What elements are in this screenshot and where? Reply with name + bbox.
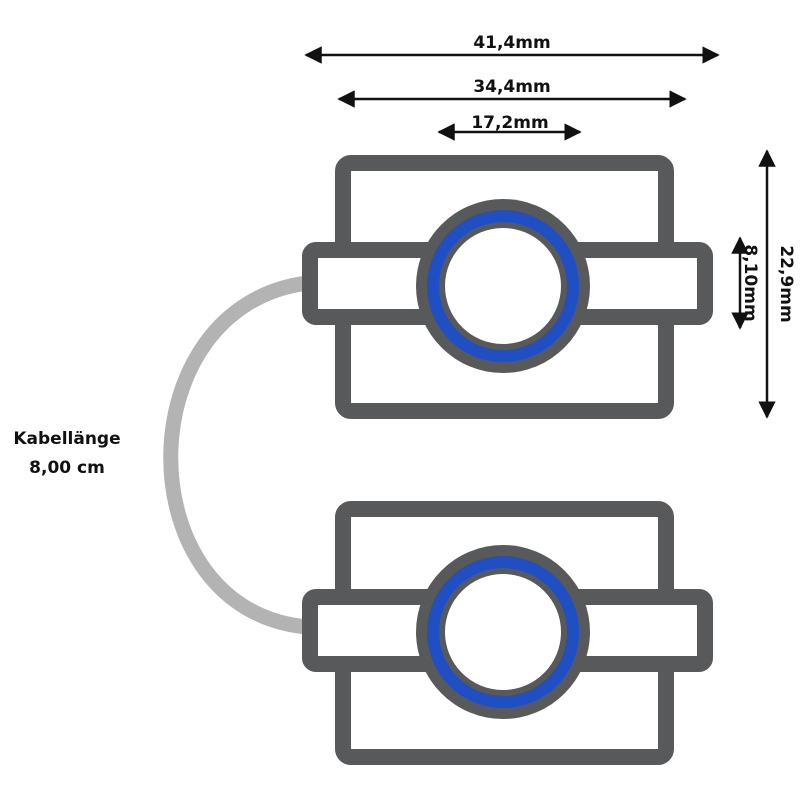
dimension-label-ring-width: 17,2mm: [471, 113, 548, 133]
cable: [163, 275, 309, 635]
dimension-label-band-height: 8,10mm: [740, 244, 760, 321]
dimension-label-total-height: 22,9mm: [776, 245, 796, 322]
connector-bottom-hole: [445, 574, 561, 690]
connector-bottom: [302, 501, 713, 765]
cable-length-label: Kabellänge: [13, 429, 120, 449]
connector-top: [302, 155, 713, 419]
dimension-label-total-width: 41,4mm: [473, 33, 550, 53]
cable-length-value: 8,00 cm: [29, 458, 105, 478]
connector-top-hole: [445, 228, 561, 344]
dimension-label-inner-width: 34,4mm: [473, 77, 550, 97]
